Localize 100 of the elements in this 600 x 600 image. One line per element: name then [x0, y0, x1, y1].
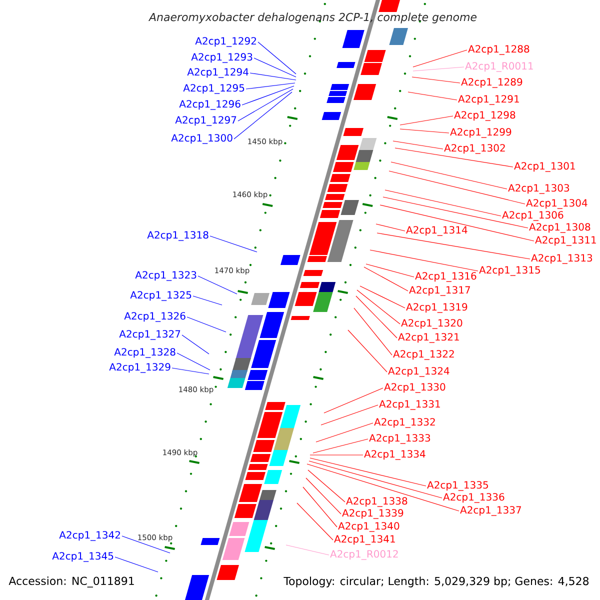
gene-label: A2cp1_1326 [124, 312, 186, 322]
leader-line [312, 438, 368, 454]
gene-label: A2cp1_1323 [135, 271, 196, 281]
leader-line [254, 58, 296, 78]
leader-line [364, 266, 408, 292]
leader-line [306, 478, 342, 514]
gene-label: A2cp1_1293 [191, 53, 252, 63]
leader-line [320, 404, 378, 426]
gene-label: A2cp1_1308 [529, 223, 590, 233]
leader-line [114, 556, 158, 572]
leader-line [390, 162, 508, 190]
gene-label: A2cp1_1335 [427, 481, 488, 491]
leader-line [308, 470, 346, 502]
gene-label: A2cp1_1299 [450, 128, 512, 138]
gene-label: A2cp1_1315 [479, 266, 540, 276]
leader-line [122, 536, 170, 554]
leader-line [176, 352, 210, 370]
gene-label: A2cp1_1313 [531, 254, 592, 264]
gene-label: A2cp1_1324 [388, 367, 450, 377]
gene-label: A2cp1_1327 [119, 330, 180, 340]
leader-line [250, 72, 296, 80]
gene-label: A2cp1_1336 [443, 493, 504, 503]
gene-label: A2cp1_1331 [379, 400, 440, 410]
gene-label: A2cp1_1306 [502, 211, 564, 221]
leader-line [258, 42, 296, 74]
leader-line [172, 368, 210, 374]
leader-line [408, 92, 458, 100]
leader-line [286, 544, 330, 556]
gene-label: A2cp1_1303 [508, 184, 570, 194]
gene-label: A2cp1_1288 [468, 45, 530, 55]
gene-label: A2cp1_1328 [114, 348, 176, 358]
leader-line [308, 460, 442, 498]
gene-label: A2cp1_1289 [461, 78, 522, 88]
gene-label: A2cp1_1338 [346, 497, 408, 507]
info-text: Topology: circular; Length: 5,029,329 bp; Genes: 4,528 [284, 576, 589, 588]
leader-line [316, 422, 374, 442]
leader-line [360, 286, 406, 308]
map-title: Anaeromyxobacter dehalogenans 2CP-1, complete genome [148, 12, 477, 24]
gene-label: A2cp1_1320 [401, 319, 462, 329]
gene-label: A2cp1_R0012 [330, 550, 398, 560]
gene-label: A2cp1_1311 [535, 236, 596, 246]
leader-line [246, 82, 296, 90]
leader-line [242, 86, 294, 106]
leader-line [392, 140, 444, 150]
leader-line [186, 316, 226, 332]
leader-line [394, 148, 514, 168]
gene-label: A2cp1_1341 [334, 535, 395, 545]
gene-label: A2cp1_1319 [406, 303, 468, 313]
gene-label: A2cp1_1318 [147, 231, 208, 241]
gene-label: A2cp1_1329 [109, 363, 170, 373]
gene-label: A2cp1_1339 [342, 509, 404, 519]
gene-label: A2cp1_1330 [384, 383, 446, 393]
gene-label: A2cp1_1345 [52, 552, 114, 562]
leader-line [302, 486, 338, 528]
leader-line [376, 232, 530, 260]
leader-line [310, 454, 364, 456]
leader-line [234, 92, 292, 140]
gene-label: A2cp1_1301 [514, 162, 575, 172]
leader-line [412, 76, 460, 84]
gene-label: A2cp1_1314 [406, 226, 468, 236]
leader-line [210, 236, 258, 252]
gene-label: A2cp1_R0011 [465, 62, 533, 72]
leader-line [356, 290, 400, 324]
gene-label: A2cp1_1334 [364, 450, 426, 460]
gene-label: A2cp1_1304 [526, 199, 588, 209]
info-text: Accession: NC_011891 [8, 576, 134, 588]
gene-label: A2cp1_1325 [130, 291, 192, 301]
gene-label: A2cp1_1317 [409, 286, 470, 296]
gene-label: A2cp1_1332 [374, 418, 435, 428]
leader-line [192, 296, 222, 306]
leader-line [384, 190, 502, 216]
gene-label: A2cp1_1337 [460, 506, 521, 516]
gene-label: A2cp1_1302 [444, 144, 505, 154]
leader-line [412, 50, 468, 68]
leader-line [382, 196, 528, 228]
leader-line [412, 66, 464, 72]
leader-line [376, 224, 406, 232]
leader-line [370, 250, 478, 272]
leader-line [356, 296, 398, 338]
gene-label: A2cp1_1292 [195, 37, 256, 47]
gene-label: A2cp1_1295 [183, 84, 244, 94]
gene-label: A2cp1_1322 [393, 350, 454, 360]
leader-line [310, 458, 426, 486]
gene-label: A2cp1_1342 [59, 531, 120, 541]
leader-line [296, 502, 334, 540]
leader-line [380, 204, 534, 242]
gene-label: A2cp1_1296 [179, 100, 240, 110]
gene-label: A2cp1_1294 [187, 68, 248, 78]
leader-line [348, 330, 388, 372]
leader-line [324, 388, 384, 414]
gene-label: A2cp1_1298 [454, 111, 516, 121]
leader-line [354, 308, 392, 356]
leader-line [400, 128, 450, 134]
gene-label: A2cp1_1333 [369, 434, 430, 444]
leader-line [238, 88, 294, 122]
leader-line [366, 264, 414, 278]
gene-label: A2cp1_1316 [415, 272, 476, 282]
leader-line [306, 464, 460, 512]
leader-line [388, 170, 526, 204]
leader-line [198, 276, 238, 294]
